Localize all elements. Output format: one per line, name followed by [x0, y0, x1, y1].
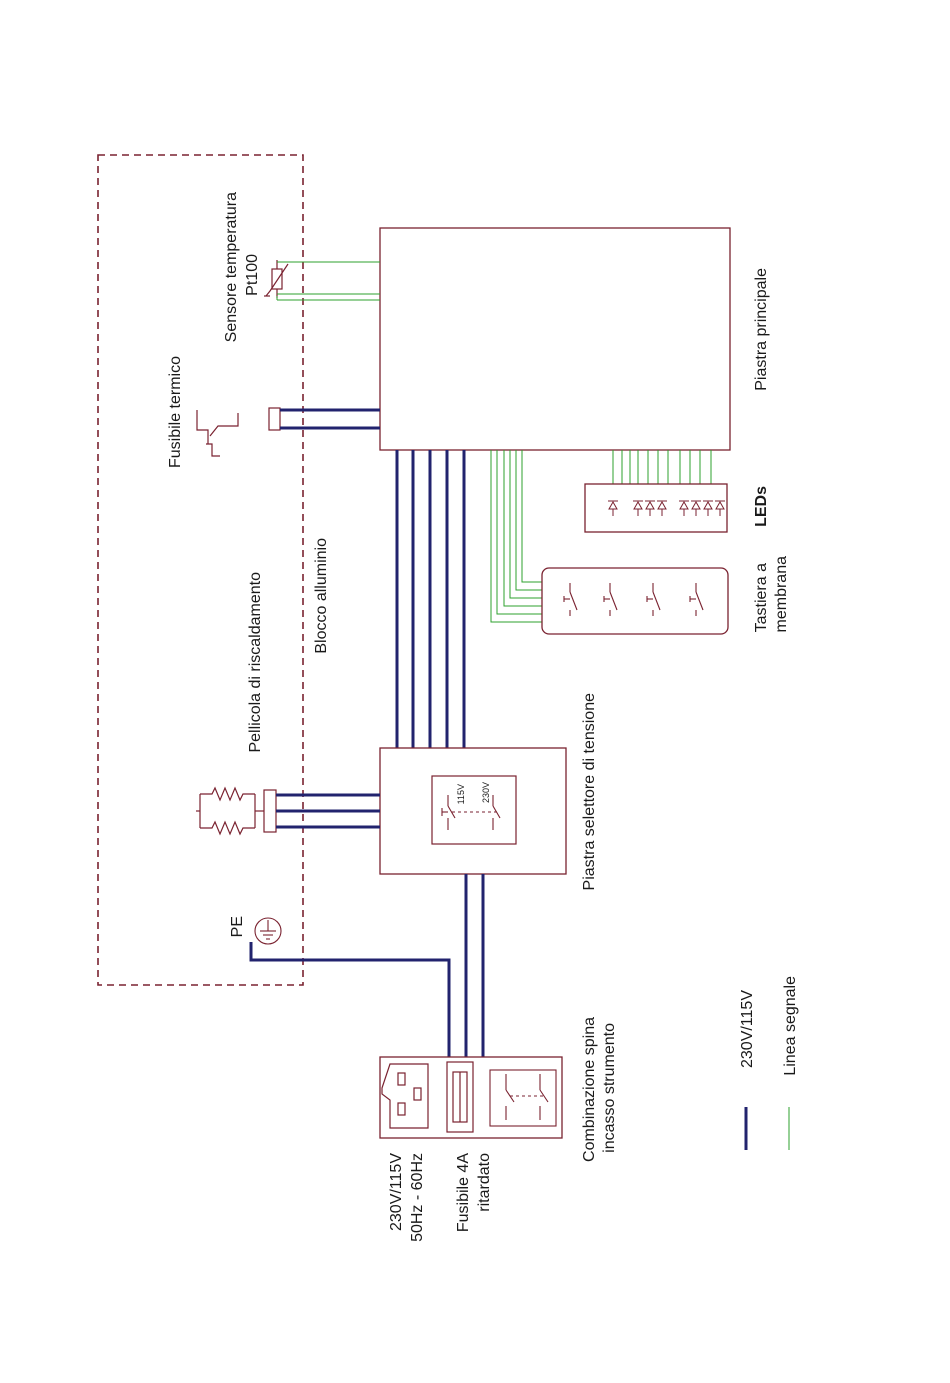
led-icon-4 [657, 501, 667, 516]
pt100-sensor-icon [264, 260, 288, 298]
voltage-selector-switch-icon [442, 795, 500, 830]
label-supply-voltage: 230V/115V [388, 1153, 405, 1231]
led-signal-lines [613, 450, 711, 484]
keypad-box [542, 568, 728, 634]
label-temp-sensor: Sensore temperatura [223, 192, 240, 342]
keypad-signal-lines [491, 450, 542, 622]
label-pe: PE [229, 916, 246, 937]
led-icons [608, 501, 725, 516]
heating-film-power-lines [276, 795, 380, 827]
label-switch-230v: 230V [481, 782, 491, 803]
main-board-box [380, 228, 730, 450]
label-supply-frequency: 50Hz - 60Hz [409, 1153, 426, 1242]
label-voltage-selector-board: Piastra selettore di tensione [581, 693, 598, 891]
label-aluminium-block: Blocco alluminio [313, 538, 330, 654]
label-inlet-1: Combinazione spina [581, 1017, 598, 1162]
led-icon-2 [633, 501, 643, 516]
sensor-signal-lines [277, 262, 380, 300]
led-icon-7 [703, 501, 713, 516]
legend-signal-label: Linea segnale [782, 976, 799, 1076]
fuse-icon [447, 1062, 473, 1132]
led-icon-6 [691, 501, 701, 516]
iec-socket-icon [382, 1064, 428, 1128]
led-icon-3 [645, 501, 655, 516]
label-thermal-fuse: Fusibile termico [167, 356, 184, 468]
label-fuse-1: Fusibile 4A [455, 1153, 472, 1232]
leds-box [585, 484, 727, 532]
label-leds: LEDs [753, 486, 770, 527]
label-temp-sensor-pt100: Pt100 [244, 254, 261, 296]
voltage-selector-switch-box [432, 776, 516, 844]
label-fuse-2: ritardato [476, 1153, 493, 1212]
legend-power-label: 230V/115V [739, 990, 756, 1068]
voltage-selector-board-box [380, 748, 566, 874]
thermal-fuse-power-lines [280, 410, 380, 428]
led-icon-8 [715, 501, 725, 516]
heating-film-icon [196, 788, 276, 834]
power-bus-vertical [397, 450, 464, 748]
label-inlet-2: incasso strumento [601, 1023, 618, 1153]
label-keypad-1: Tastiera a [753, 563, 770, 632]
led-icon-5 [679, 501, 689, 516]
label-main-board: Piastra principale [753, 268, 770, 391]
label-keypad-2: membrana [773, 556, 790, 633]
keypad-switch-icons [564, 583, 703, 616]
earth-power-line [251, 942, 449, 1057]
key-switch-icon-3 [647, 583, 660, 616]
key-switch-icon-2 [604, 583, 617, 616]
power-switch-icon [490, 1070, 556, 1126]
label-heating-film: Pellicola di riscaldamento [247, 572, 264, 753]
label-switch-115v: 115V [456, 784, 466, 804]
thermal-fuse-icon [197, 408, 280, 456]
earth-icon [255, 918, 281, 944]
key-switch-icon-1 [564, 583, 577, 616]
led-icon-1 [608, 501, 618, 516]
supply-power-lines [466, 874, 483, 1057]
key-switch-icon-4 [690, 583, 703, 616]
